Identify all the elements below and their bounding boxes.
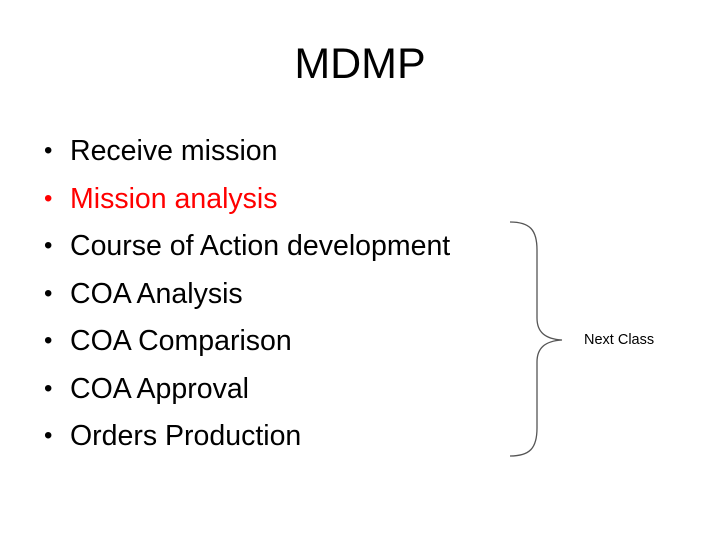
bullet-label: Orders Production [70,420,302,452]
bullet-item-coa-development: • Course of Action development [44,225,450,273]
bullet-item-coa-comparison: • COA Comparison [44,320,450,368]
bullet-item-orders-production: • Orders Production [44,415,450,463]
bullet-label: COA Approval [70,372,250,405]
bullet-label: COA Comparison [70,325,292,357]
bullet-item-receive-mission: • Receive mission [44,130,450,178]
bullet-icon: • [44,374,53,402]
bullet-label: Course of Action development [70,230,451,262]
bullet-icon: • [44,279,53,307]
bullet-icon: • [44,422,53,449]
brace-label: Next Class [584,332,655,348]
bullet-item-mission-analysis: • Mission analysis [44,178,450,226]
bullet-icon: • [44,327,53,354]
bullet-label: Receive mission [70,135,278,167]
bullet-list: • Receive mission • Mission analysis • C… [44,130,450,463]
bullet-icon: • [44,232,53,259]
bullet-icon: • [44,137,53,164]
bullet-label: COA Analysis [70,277,243,310]
bullet-icon: • [44,184,53,212]
bullet-item-coa-approval: • COA Approval [44,368,450,416]
slide-title: MDMP [294,40,426,88]
bullet-label: Mission analysis [70,182,278,215]
bullet-item-coa-analysis: • COA Analysis [44,273,450,321]
